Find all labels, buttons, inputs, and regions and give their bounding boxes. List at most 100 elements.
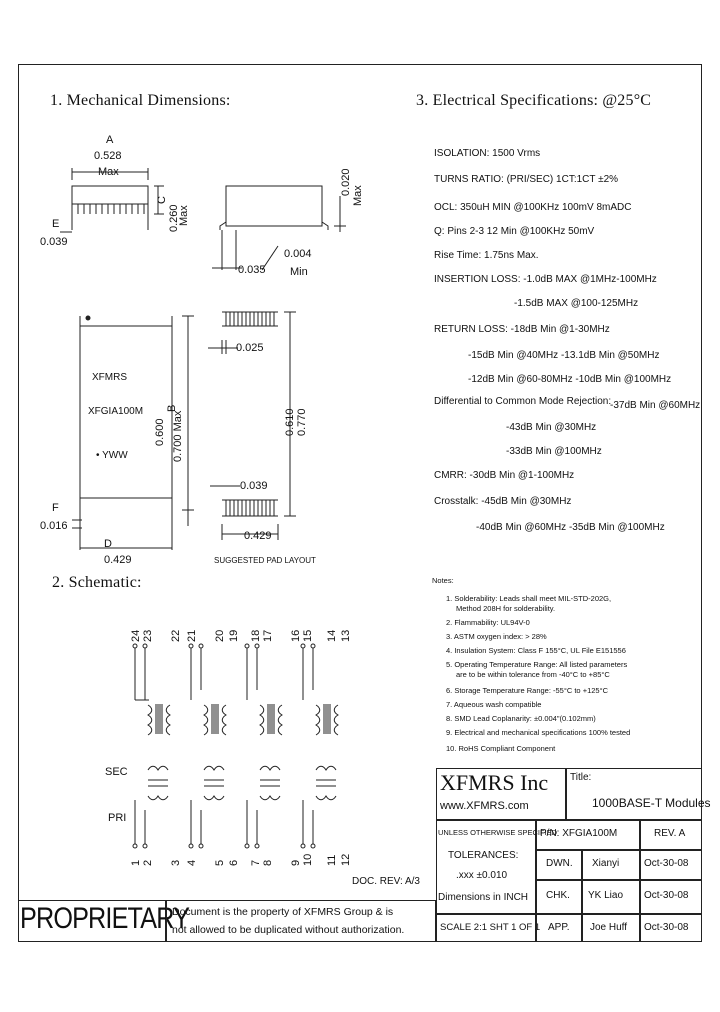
proprietary-notice-cell bbox=[166, 900, 436, 942]
note-item: 4. Insulation System: Class F 155°C, UL … bbox=[446, 646, 626, 655]
pin-label-bottom: 5 bbox=[214, 859, 226, 866]
pin-label-bottom: 7 bbox=[250, 859, 262, 866]
spec-crosstalk: Crosstalk: -45dB Min @30MHz bbox=[434, 496, 572, 507]
spec-dcmr-3: -33dB Min @100MHz bbox=[506, 446, 602, 457]
app-date: Oct-30-08 bbox=[644, 922, 689, 933]
rev-field: REV. A bbox=[654, 828, 686, 839]
spec-ocl: OCL: 350uH MIN @100KHz 100mV 8mADC bbox=[434, 202, 632, 213]
dwn-date: Oct-30-08 bbox=[644, 858, 689, 869]
dwn-name: Xianyi bbox=[592, 858, 620, 869]
spec-isolation: ISOLATION: 1500 Vrms bbox=[434, 148, 541, 159]
company-website: www.XFMRS.com bbox=[440, 800, 529, 812]
note-item: 6. Storage Temperature Range: -55°C to +… bbox=[446, 686, 608, 695]
pin-label-top: 20 bbox=[214, 629, 226, 642]
pin-label-top: 23 bbox=[142, 629, 154, 642]
note-item: Method 208H for solderability. bbox=[456, 604, 556, 613]
pin-label-top: 18 bbox=[250, 629, 262, 642]
pin-label-top: 19 bbox=[228, 629, 240, 642]
chk-name-cell bbox=[582, 880, 640, 914]
app-label: APP. bbox=[548, 922, 570, 933]
dim-035: 0.035 bbox=[238, 264, 266, 276]
dim-d-label: D bbox=[104, 538, 112, 550]
proprietary-line-1: Document is the property of XFMRS Group … bbox=[172, 906, 394, 918]
chk-label: CHK. bbox=[546, 890, 570, 901]
tolerances-label: TOLERANCES: bbox=[448, 850, 519, 861]
spec-q: Q: Pins 2-3 12 Min @100KHz 50mV bbox=[434, 226, 595, 237]
app-name-cell bbox=[582, 914, 640, 942]
pin-label-bottom: 2 bbox=[142, 859, 154, 866]
pin-label-bottom: 8 bbox=[262, 859, 274, 866]
dwn-date-cell bbox=[640, 850, 702, 880]
pin-label-bottom: 1 bbox=[130, 859, 142, 866]
app-label-cell bbox=[536, 914, 582, 942]
chk-name: YK Liao bbox=[588, 890, 624, 901]
pin-label-top: 21 bbox=[186, 629, 198, 642]
note-item: 2. Flammability: UL94V-0 bbox=[446, 618, 530, 627]
chk-date-cell bbox=[640, 880, 702, 914]
rev-cell bbox=[640, 820, 702, 850]
unless-text: UNLESS OTHERWISE SPECIFIED bbox=[438, 828, 558, 837]
title-label: Title: bbox=[570, 772, 592, 783]
part-number: XFGIA100M bbox=[88, 406, 144, 417]
proprietary-line-2: not allowed to be duplicated without aut… bbox=[172, 924, 405, 936]
pin-label-bottom: 4 bbox=[186, 859, 198, 866]
company-cell bbox=[436, 768, 566, 820]
dim-025: 0.025 bbox=[236, 342, 264, 354]
dim-e-label: E bbox=[52, 218, 60, 230]
chk-label-cell bbox=[536, 880, 582, 914]
pin-label-bottom: 3 bbox=[170, 859, 182, 866]
pad-caption: SUGGESTED PAD LAYOUT bbox=[214, 556, 316, 565]
spec-dcmr-2: -43dB Min @30MHz bbox=[506, 422, 597, 433]
part-brand: XFMRS bbox=[92, 372, 127, 383]
dwn-label-cell bbox=[536, 850, 582, 880]
pri-label: PRI bbox=[108, 812, 127, 824]
dwn-label: DWN. bbox=[546, 858, 573, 869]
note-item: 8. SMD Lead Coplanarity: ±0.004"(0.102mm… bbox=[446, 714, 596, 723]
pad-039: 0.039 bbox=[240, 480, 268, 492]
pin-label-bottom: 12 bbox=[340, 853, 352, 866]
note-item: 3. ASTM oxygen index: > 28% bbox=[446, 632, 547, 641]
spec-crosstalk-2: -40dB Min @60MHz -35dB Min @100MHz bbox=[476, 522, 665, 533]
proprietary-label: PROPRIETARY bbox=[20, 902, 190, 935]
pin-label-top: 13 bbox=[340, 629, 352, 642]
pin-label-bottom: 10 bbox=[302, 853, 314, 866]
spec-rise-time: Rise Time: 1.75ns Max. bbox=[434, 250, 539, 261]
spec-return-loss: RETURN LOSS: -18dB Min @1-30MHz bbox=[434, 324, 610, 335]
dim-d-value: 0.429 bbox=[104, 554, 132, 566]
dim-a-max: Max bbox=[98, 166, 119, 178]
note-item: are to be within tolerance from -40°C to… bbox=[456, 670, 610, 679]
dim-004-min: Min bbox=[290, 266, 308, 278]
pin-label-top: 14 bbox=[326, 629, 338, 642]
proprietary-cell bbox=[18, 900, 166, 942]
dim-004-value: 0.004 bbox=[284, 248, 312, 260]
pin-label-top: 15 bbox=[302, 629, 314, 642]
section1-title: 1. Mechanical Dimensions: bbox=[50, 92, 231, 109]
spec-insertion-loss: INSERTION LOSS: -1.0dB MAX @1MHz-100MHz bbox=[434, 274, 657, 285]
pin-label-bottom: 9 bbox=[290, 859, 302, 866]
pin-label-bottom: 11 bbox=[326, 854, 338, 866]
tolerance-cell bbox=[436, 820, 536, 914]
note-item: 10. RoHS Compliant Component bbox=[446, 744, 556, 753]
title-cell bbox=[566, 768, 702, 820]
pn-cell bbox=[536, 820, 640, 850]
dim-a-label: A bbox=[106, 134, 114, 146]
note-item: 9. Electrical and mechanical specificati… bbox=[446, 728, 631, 737]
company-name: XFMRS Inc bbox=[440, 770, 549, 795]
dim-f-label: F bbox=[52, 502, 59, 514]
pin-label-top: 16 bbox=[290, 629, 302, 642]
spec-cmrr: CMRR: -30dB Min @1-100MHz bbox=[434, 470, 575, 481]
app-name: Joe Huff bbox=[590, 922, 628, 933]
dwn-name-cell bbox=[582, 850, 640, 880]
pin-label-top: 24 bbox=[130, 629, 142, 642]
title-value: 1000BASE-T Modules bbox=[592, 796, 711, 810]
notes-heading: Notes: bbox=[432, 576, 454, 585]
scale-cell bbox=[436, 914, 536, 942]
part-yww: • YWW bbox=[96, 450, 128, 461]
dimensions-unit: Dimensions in INCH bbox=[438, 892, 529, 903]
app-date-cell bbox=[640, 914, 702, 942]
note-item: 5. Operating Temperature Range: All list… bbox=[446, 660, 628, 669]
spec-turns-ratio: TURNS RATIO: (PRI/SEC) 1CT:1CT ±2% bbox=[434, 174, 619, 185]
tolerance-value: .xxx ±0.010 bbox=[456, 870, 508, 881]
